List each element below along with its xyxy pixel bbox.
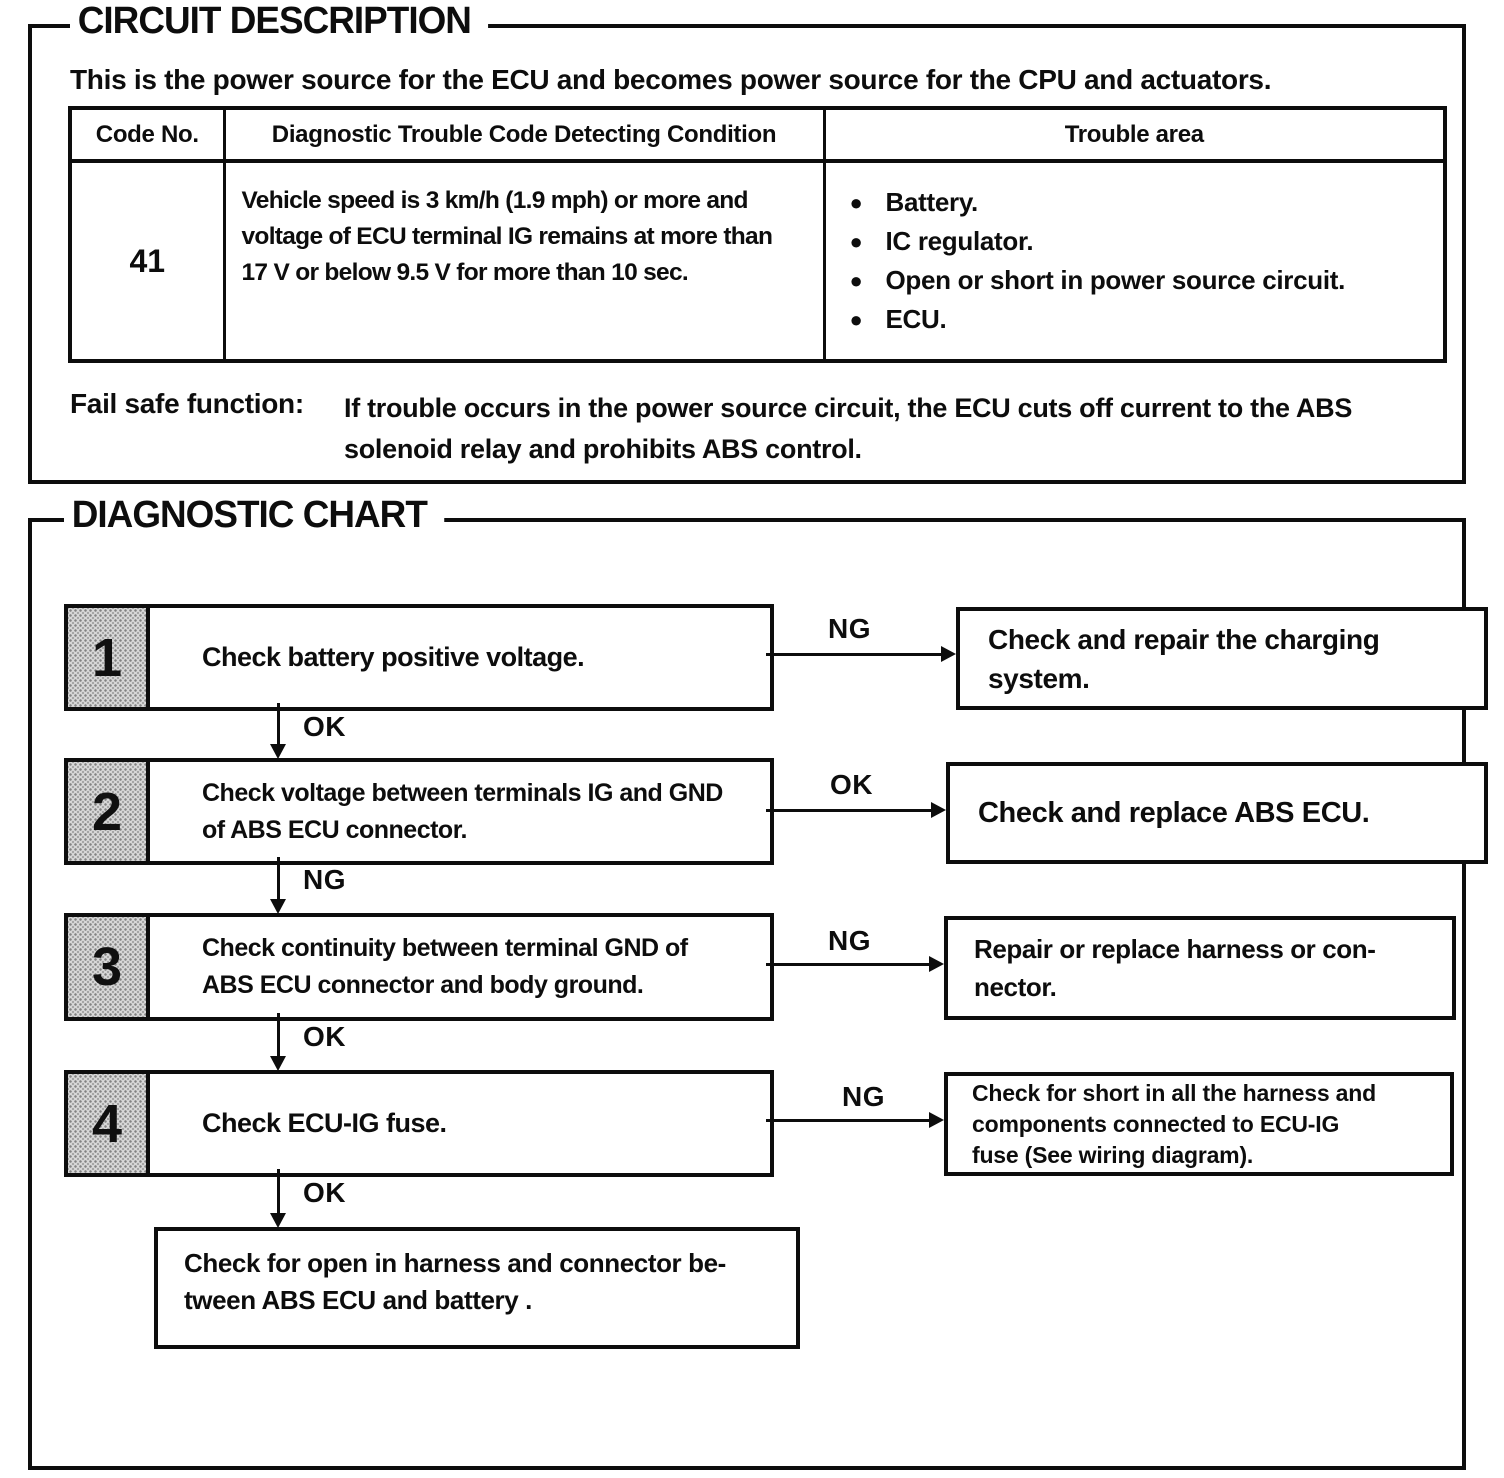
arrow-down-icon bbox=[270, 1056, 286, 1071]
flow-final-step: Check for open in harness and connector … bbox=[154, 1227, 800, 1349]
col-header-trouble-area: Trouble area bbox=[822, 106, 1447, 163]
arrow-right-icon bbox=[941, 646, 956, 662]
bullet-icon: ● bbox=[849, 307, 863, 332]
down-label-1: OK bbox=[303, 711, 346, 742]
arrow-right-icon bbox=[931, 802, 946, 818]
step-4-number-badge: 4 bbox=[68, 1074, 150, 1173]
flow-result-2: Check and replace ABS ECU. bbox=[946, 762, 1488, 864]
down-label-4: OK bbox=[303, 1177, 346, 1208]
arrow-right-icon bbox=[929, 1112, 944, 1128]
branch-label-1: NG bbox=[828, 613, 871, 644]
fail-safe-text: If trouble occurs in the power source ci… bbox=[344, 393, 1353, 464]
connector-line-h bbox=[766, 653, 944, 656]
arrow-down-icon bbox=[270, 899, 286, 914]
detecting-condition-cell: Vehicle speed is 3 km/h (1.9 mph) or mor… bbox=[222, 159, 826, 363]
down-label-3: OK bbox=[303, 1021, 346, 1052]
connector-line-v bbox=[277, 1013, 280, 1060]
trouble-area-text: ECU. bbox=[885, 304, 947, 334]
flow-result-4: Check for short in all the harness and c… bbox=[944, 1072, 1454, 1176]
step-3-text: Check continuity between terminal GND of… bbox=[202, 934, 688, 999]
branch-label-3: NG bbox=[828, 925, 871, 956]
bullet-icon: ● bbox=[849, 229, 863, 254]
step-1-number-badge: 1 bbox=[68, 608, 150, 707]
connector-line-v bbox=[277, 1169, 280, 1217]
trouble-area-text: IC regulator. bbox=[885, 226, 1034, 256]
dtc-table-row: 41 Vehicle speed is 3 km/h (1.9 mph) or … bbox=[68, 159, 1447, 363]
list-item: ● ECU. bbox=[850, 300, 1436, 339]
list-item: ● Open or short in power source circuit. bbox=[850, 261, 1436, 300]
step-4-text: Check ECU-IG fuse. bbox=[202, 1108, 447, 1138]
down-label-2: NG bbox=[303, 864, 346, 895]
step-2-number-badge: 2 bbox=[68, 762, 150, 861]
circuit-intro-text: This is the power source for the ECU and… bbox=[70, 64, 1272, 95]
connector-line-h bbox=[766, 809, 934, 812]
flow-result-3: Repair or replace harness or con- nector… bbox=[944, 916, 1456, 1020]
flow-result-1: Check and repair the charging system. bbox=[956, 607, 1488, 710]
flow-step-4: 4 Check ECU-IG fuse. bbox=[64, 1070, 774, 1177]
list-item: ● IC regulator. bbox=[850, 222, 1436, 261]
arrow-down-icon bbox=[270, 1213, 286, 1228]
trouble-area-cell: ● Battery. ● IC regulator. ● Open or short … bbox=[822, 159, 1447, 363]
bullet-icon: ● bbox=[849, 268, 863, 293]
list-item: ● Battery. bbox=[850, 183, 1436, 222]
diagnostic-chart-title: DIAGNOSTIC CHART bbox=[64, 494, 445, 541]
dtc-table-header-row: Code No. Diagnostic Trouble Code Detecti… bbox=[68, 106, 1447, 163]
trouble-area-text: Battery. bbox=[885, 187, 979, 217]
branch-label-2: OK bbox=[830, 769, 873, 800]
connector-line-v bbox=[277, 857, 280, 903]
arrow-down-icon bbox=[270, 744, 286, 759]
flow-step-3: 3 Check continuity between terminal GND … bbox=[64, 913, 774, 1021]
step-1-text: Check battery positive voltage. bbox=[202, 642, 585, 672]
circuit-description-panel bbox=[28, 24, 1466, 484]
arrow-right-icon bbox=[929, 956, 944, 972]
step-3-number-badge: 3 bbox=[68, 917, 150, 1017]
col-header-code-no: Code No. bbox=[68, 106, 226, 163]
flow-step-2: 2 Check voltage between terminals IG and… bbox=[64, 758, 774, 865]
trouble-area-text: Open or short in power source circuit. bbox=[885, 265, 1346, 295]
dtc-table: Code No. Diagnostic Trouble Code Detecti… bbox=[68, 106, 1447, 363]
col-header-detecting-condition: Diagnostic Trouble Code Detecting Condit… bbox=[222, 106, 826, 163]
connector-line-h bbox=[766, 963, 932, 966]
circuit-description-title: CIRCUIT DESCRIPTION bbox=[70, 0, 489, 47]
branch-label-4: NG bbox=[842, 1081, 885, 1112]
connector-line-h bbox=[766, 1119, 932, 1122]
flow-step-1: 1 Check battery positive voltage. bbox=[64, 604, 774, 711]
diagnostic-chart-panel bbox=[28, 518, 1466, 1470]
bullet-icon: ● bbox=[849, 190, 863, 215]
connector-line-v bbox=[277, 703, 280, 748]
fail-safe-label: Fail safe function: bbox=[70, 388, 304, 419]
code-number-cell: 41 bbox=[68, 159, 226, 363]
step-2-text: Check voltage between terminals IG and G… bbox=[202, 778, 723, 844]
